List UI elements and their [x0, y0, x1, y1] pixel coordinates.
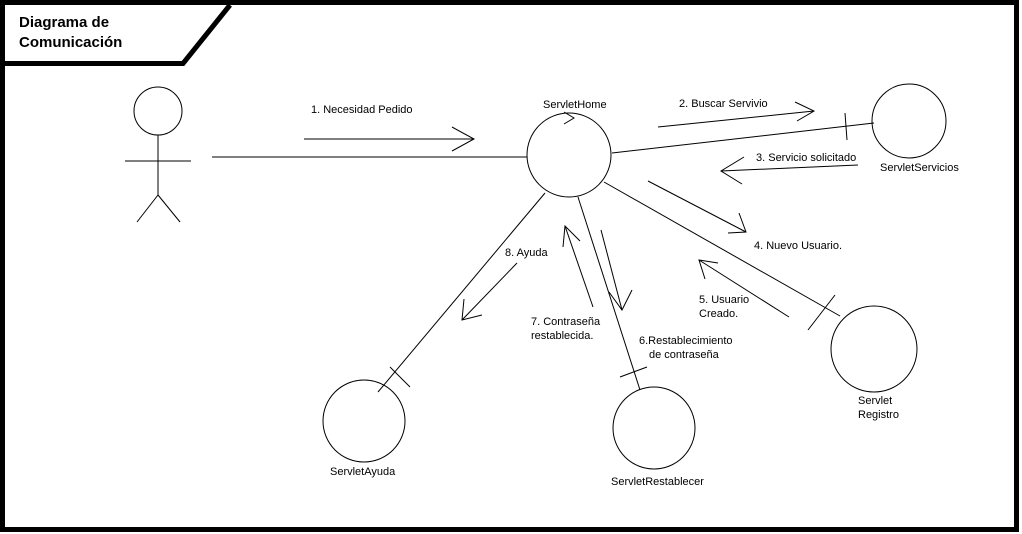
link-home-registro-tick: [807, 294, 836, 331]
message-4-label: 4. Nuevo Usuario.: [754, 240, 842, 252]
message-5-label-line1: 5. Usuario: [699, 294, 749, 306]
message-6-label-line1: 6.Restablecimiento: [639, 335, 733, 347]
message-8-label: 8. Ayuda: [505, 247, 548, 259]
servlet-registro-label-line1: Servlet: [858, 395, 892, 407]
actor-right-leg: [157, 194, 181, 223]
message-6-arrowhead: [608, 289, 633, 311]
servlet-ayuda-label: ServletAyuda: [330, 466, 396, 478]
message-1-arrowhead: [451, 126, 476, 152]
actor-head: [133, 86, 183, 136]
message-5: 5. Usuario Creado.: [698, 259, 790, 320]
link-home-servicios: [611, 122, 875, 154]
message-2-arrowhead: [794, 101, 816, 122]
message-7-arrowhead: [562, 224, 581, 248]
message-5-arrow-shaft: [698, 259, 790, 318]
message-7-label-line2: restablecida.: [531, 330, 593, 342]
message-6: 6.Restablecimiento de contraseña: [600, 229, 733, 361]
servlet-restablecer-circle: [612, 386, 696, 470]
message-4-arrow-shaft: [647, 180, 747, 233]
servlet-home-label: ServletHome: [543, 99, 607, 111]
link-home-restablecer-tick: [619, 366, 648, 378]
message-1: 1. Necesidad Pedido: [304, 104, 476, 152]
message-3-arrowhead: [720, 156, 745, 185]
servlet-servicios-circle: [871, 83, 947, 159]
message-2-arrow-shaft: [657, 110, 815, 128]
message-2: 2. Buscar Servivio: [657, 98, 816, 128]
servlet-servicios-label: ServletServicios: [880, 162, 959, 174]
servlet-ayuda-circle: [322, 379, 406, 463]
actor-left-leg: [136, 194, 159, 223]
message-3-arrow-shaft: [720, 164, 859, 172]
message-7: 7. Contraseña restablecida.: [531, 224, 601, 342]
diagram-title-line1: Diagrama de: [19, 14, 109, 31]
object-servlet-ayuda: ServletAyuda: [322, 379, 406, 478]
message-6-label-line2: de contraseña: [649, 349, 720, 361]
message-5-arrowhead: [698, 259, 719, 280]
message-4-arrowhead: [727, 212, 747, 234]
link-home-ayuda: [377, 192, 546, 393]
message-3: 3. Servicio solicitado: [720, 152, 859, 185]
servlet-registro-circle: [830, 305, 918, 393]
object-servlet-home: ServletHome: [526, 99, 612, 198]
servlet-home-circle: [526, 112, 612, 198]
object-servlet-servicios: ServletServicios: [871, 83, 959, 174]
object-servlet-registro: Servlet Registro: [830, 305, 918, 421]
message-2-label: 2. Buscar Servivio: [679, 98, 768, 110]
message-5-label-line2: Creado.: [699, 308, 738, 320]
message-3-label: 3. Servicio solicitado: [756, 152, 856, 164]
message-8-arrowhead: [461, 298, 483, 321]
message-7-arrow-shaft: [564, 225, 594, 308]
object-servlet-restablecer: ServletRestablecer: [611, 386, 704, 488]
link-home-servicios-tick: [844, 112, 848, 141]
message-7-label-line1: 7. Contraseña: [531, 316, 601, 328]
diagram-title-line2: Comunicación: [19, 34, 122, 51]
message-1-label: 1. Necesidad Pedido: [311, 104, 413, 116]
servlet-registro-label-line2: Registro: [858, 409, 899, 421]
link-home-registro: [603, 181, 841, 317]
message-8-arrow-shaft: [461, 262, 518, 321]
link-home-restablecer: [577, 196, 641, 391]
actor-stick-figure: [125, 86, 191, 223]
title-tab: [2, 3, 232, 66]
link-home-ayuda-tick: [389, 366, 411, 388]
servlet-restablecer-label: ServletRestablecer: [611, 476, 704, 488]
message-6-arrow-shaft: [600, 229, 623, 311]
servlet-home-self-arrow: [563, 111, 575, 125]
message-4: 4. Nuevo Usuario.: [647, 180, 842, 252]
message-8: 8. Ayuda: [461, 247, 548, 321]
